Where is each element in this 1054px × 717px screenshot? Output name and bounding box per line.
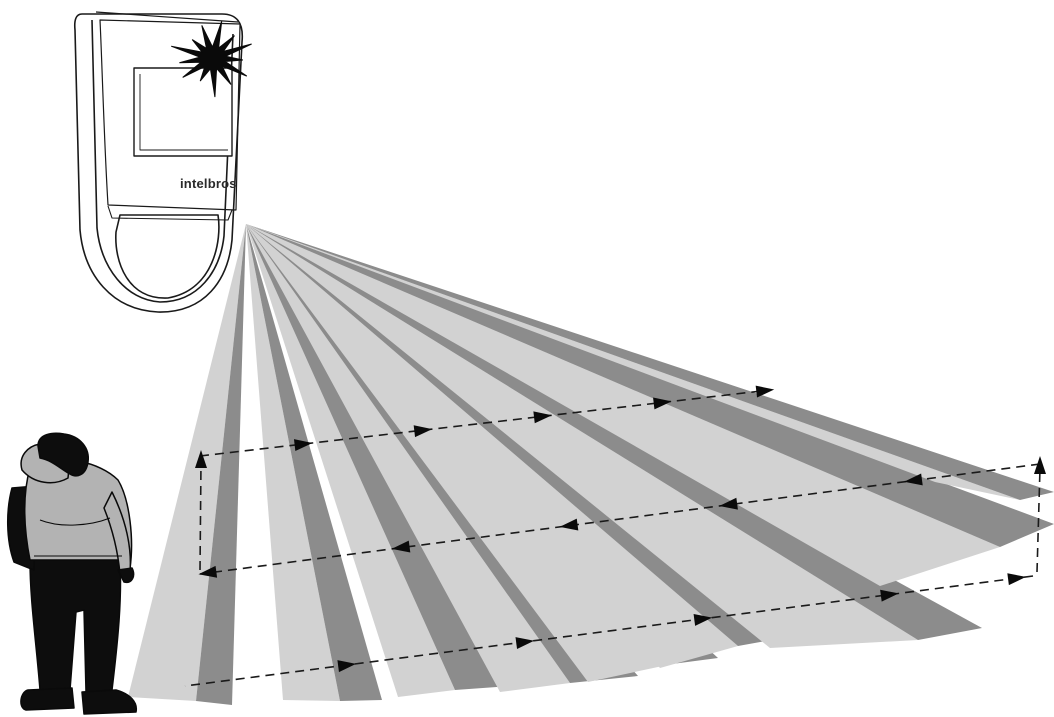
brand-logo: intelbros — [180, 176, 237, 191]
motion-arrow-top-1 — [293, 439, 313, 452]
motion-line-left — [199, 461, 202, 571]
person-hoodie-seam — [34, 517, 122, 557]
motion-arrow-top-4 — [653, 397, 672, 410]
sensor-front-face — [99, 19, 241, 211]
motion-arrow-top-5 — [755, 385, 775, 398]
sensor-lens-inset — [139, 74, 228, 151]
motion-arrow-top-2 — [413, 425, 433, 438]
beam-3-light — [246, 224, 455, 697]
person-shoe-right — [81, 689, 138, 715]
motion-arrow-middle-1 — [904, 473, 923, 486]
sensor-top-ridge — [95, 11, 239, 23]
motion-line-middle — [199, 463, 1041, 575]
detection-beams — [128, 224, 1054, 705]
motion-arrow-bottom-1 — [337, 660, 357, 673]
motion-arrow-middle-4 — [391, 540, 411, 553]
motion-arrow-left-up — [195, 450, 207, 468]
beam-6-light — [246, 224, 738, 668]
motion-arrow-middle-5 — [198, 565, 218, 578]
motion-path — [184, 385, 1046, 687]
person-hand — [117, 567, 135, 584]
person-head — [37, 432, 89, 477]
motion-line-right — [1036, 467, 1041, 573]
sensor-lens-window — [133, 67, 233, 157]
beam-5-light — [246, 224, 672, 682]
walking-intruder-figure — [6, 432, 138, 715]
sensor-housing-inner — [91, 19, 234, 303]
sensor-lens-lower-inner — [107, 205, 233, 221]
motion-arrow-bottom-4 — [880, 589, 899, 602]
beam-8-dark — [246, 224, 1054, 547]
motion-arrow-bottom-5 — [1007, 573, 1026, 586]
sensor-lens-lower-cover — [115, 214, 220, 299]
motion-arrow-bottom-3 — [693, 613, 713, 626]
motion-arrow-middle-3 — [559, 518, 579, 531]
alarm-flash-icon — [171, 21, 252, 98]
motion-arrow-top-3 — [533, 411, 552, 424]
motion-arrow-right-up — [1034, 456, 1046, 474]
beam-4-light — [246, 224, 570, 692]
beam-1-light — [128, 224, 246, 701]
beam-8-light — [246, 224, 1000, 586]
beam-2-dark — [246, 224, 382, 701]
beam-1-dark — [196, 224, 246, 705]
beam-7-light — [246, 224, 918, 648]
person-shoe-left — [20, 687, 75, 711]
person-legs — [29, 559, 122, 693]
beam-9-dark — [246, 224, 1054, 500]
motion-arrow-middle-2 — [719, 497, 738, 510]
motion-arrow-bottom-2 — [515, 637, 535, 649]
